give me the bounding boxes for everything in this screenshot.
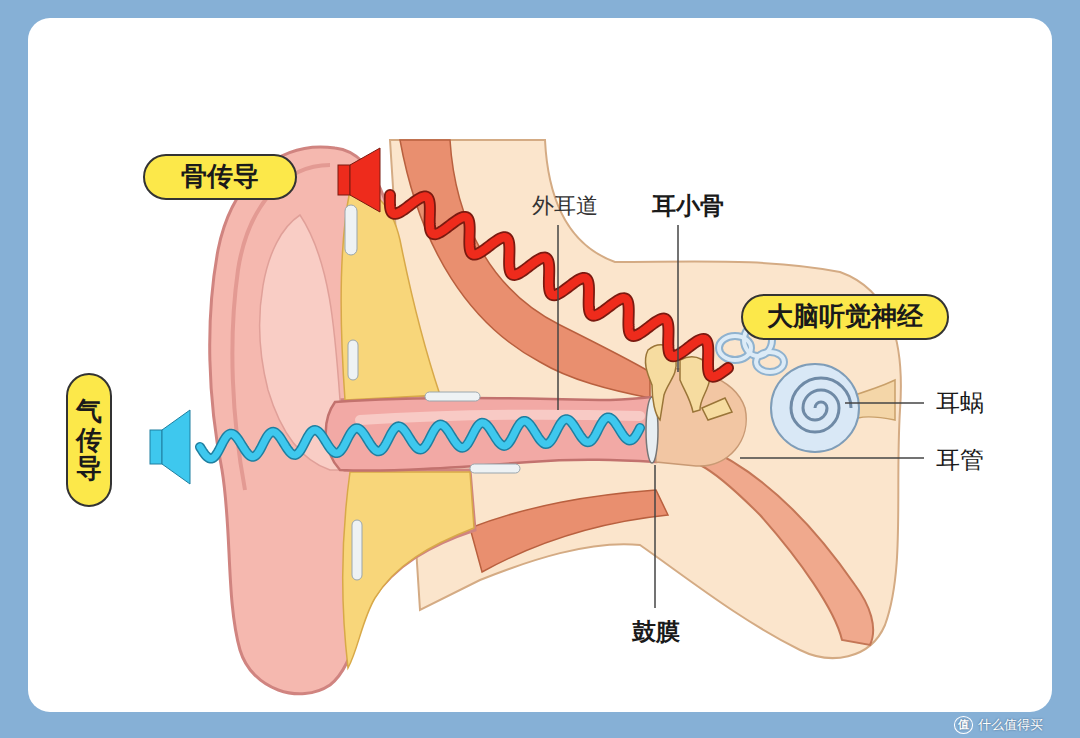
leader-lines	[558, 225, 924, 608]
watermark-logo: 值	[954, 716, 973, 733]
part-label: 鼓膜	[632, 618, 680, 647]
speaker-icon	[162, 410, 190, 484]
part-label: 外耳道	[532, 193, 598, 219]
speaker-icon	[338, 165, 350, 195]
part-label: 耳小骨	[652, 192, 724, 221]
part-label: 耳蜗	[936, 389, 984, 418]
cartilage-plate	[345, 205, 357, 255]
bone-wave	[390, 195, 728, 377]
auditory-nerve	[855, 380, 895, 420]
cartilage-plate	[348, 340, 358, 380]
cochlea-spiral	[791, 378, 851, 432]
part-label: 耳管	[936, 446, 984, 475]
speaker-icon	[150, 430, 162, 464]
canal-highlight	[360, 415, 640, 420]
air-wave	[200, 417, 640, 458]
pill-text: 大脑听觉神经	[767, 301, 923, 332]
pill-text: 气传导	[76, 397, 102, 483]
speaker-icon	[350, 148, 380, 212]
pill-text: 骨传导	[181, 161, 259, 192]
eustachian-tube	[700, 445, 873, 645]
bone-wave-outline	[390, 195, 728, 377]
watermark: 什么值得买	[978, 717, 1043, 733]
white-panel	[28, 18, 1052, 712]
pill-label: 骨传导	[143, 154, 297, 199]
cartilage	[343, 472, 474, 668]
bone-plate	[425, 392, 480, 401]
muscle-band	[470, 490, 668, 572]
pill-label: 大脑听觉神经	[741, 294, 949, 339]
cochlea	[771, 364, 859, 452]
pill-label: 气传导	[66, 373, 112, 507]
stapes	[702, 398, 732, 420]
cartilage-plate	[352, 520, 362, 580]
air-wave-outline	[200, 417, 640, 458]
bone-plate	[470, 464, 520, 473]
